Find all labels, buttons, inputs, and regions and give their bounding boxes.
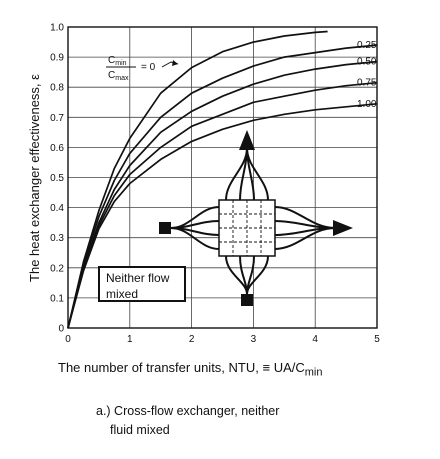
x-axis-label-text: The number of transfer units, NTU [58,360,256,375]
x-axis-label-expr: UA/C [273,360,305,375]
curve-series [67,102,378,329]
x-tick-label: 1 [127,334,133,345]
y-tick-label: 0.2 [50,263,64,274]
curve-label: 0.75 [357,78,377,89]
curve-series [67,81,378,329]
x-tick-label: 2 [189,334,195,345]
y-tick-label: 0 [58,324,64,335]
x-tick-label: 4 [312,334,318,345]
y-tick-label: 0.6 [50,143,64,154]
y-tick-label: 0.7 [50,113,64,124]
y-axis-label: The heat exchanger effectiveness, ε [27,74,42,282]
flow-line-bottom [239,255,248,295]
x-axis-label-sub: min [304,366,323,379]
curve-series [67,60,378,329]
ratio-leader-arrowhead [172,60,178,66]
outlet-arrow-right [333,220,353,236]
inlet-bottom [241,294,253,306]
curve-label: 1.00 [357,99,377,110]
annotation-box-text: Neither flow mixed [106,271,170,301]
flow-line-bottom [246,255,269,295]
y-tick-label: 0.8 [50,83,64,94]
ratio-equals-value: = 0 [141,62,156,73]
curve-label: 0.25 [357,40,377,51]
x-tick-label: 3 [251,334,257,345]
axes: 0 1 2 3 4 5 0 0.1 0.2 0.3 0.4 0.5 0.6 0.7 0.8 0.9 1.0 [50,23,380,346]
ratio-denominator: Cmax [108,70,129,82]
x-axis-label: The number of transfer units, NTU, ≡ UA/… [58,360,323,379]
curves [67,30,378,329]
y-tick-label: 0.9 [50,53,64,64]
flow-line-right [274,227,336,250]
curve-series [67,30,328,329]
y-tick-label: 0.3 [50,233,64,244]
caption-line-2: fluid mixed [110,423,170,437]
flow-line-left [170,220,220,229]
curve-series [67,44,378,329]
flow-line-top [246,147,269,201]
inlet-left [159,222,171,234]
caption-line-1: a.) Cross-flow exchanger, neither [96,404,280,418]
plot-frame [67,26,378,329]
x-tick-label: 0 [65,334,71,345]
y-tick-label: 0.5 [50,173,64,184]
flow-line-left [170,227,220,250]
neither-flow-mixed-box: Neither flow mixed [98,266,186,302]
x-tick-label: 5 [374,334,380,345]
y-tick-label: 1.0 [50,23,64,34]
flow-line-top [239,147,248,201]
crossflow-diagram [159,130,353,306]
figure-caption: a.) Cross-flow exchanger, neither fluid … [96,402,356,440]
y-tick-label: 0.1 [50,293,64,304]
curve-label: 0.50 [357,57,377,68]
flow-line-right [274,220,336,229]
x-axis-label-equiv: ≡ [262,360,271,375]
y-tick-label: 0.4 [50,203,64,214]
outlet-arrow-top [239,130,255,150]
